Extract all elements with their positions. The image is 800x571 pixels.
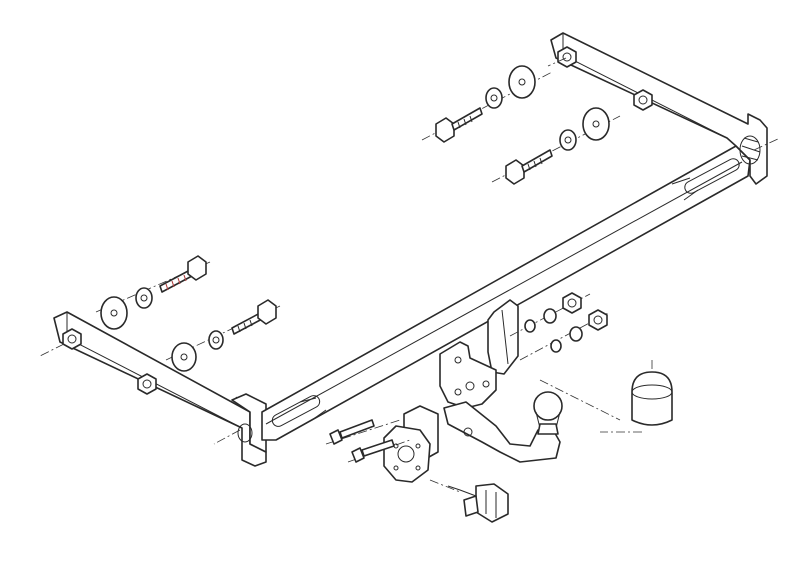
- bracket-nut-icon: [62, 328, 82, 350]
- socket-bolts: [325, 419, 411, 463]
- right-mounting-bracket: [550, 32, 768, 185]
- nut-icon: [562, 292, 582, 314]
- connector-icon: [475, 483, 509, 523]
- electrical-connector: [447, 483, 509, 523]
- bolt-icon: [351, 447, 365, 463]
- bolt-icon: [257, 299, 277, 325]
- crossbar-tube: [261, 145, 751, 441]
- bolt-icon: [187, 255, 207, 281]
- bolt-icon: [329, 429, 343, 445]
- bolt-icon: [435, 117, 455, 143]
- bolt-set-right-lower: [491, 107, 621, 185]
- bolt-set-left-lower: [165, 299, 281, 372]
- bolt-set-right-upper: [421, 65, 553, 143]
- bracket-nut-icon: [137, 373, 157, 395]
- tow-ball-icon: [533, 391, 563, 421]
- bracket-nut-icon: [557, 46, 577, 68]
- socket-plate-icon: [383, 425, 431, 483]
- nut-set-center: [509, 292, 611, 361]
- socket-plate: [383, 405, 439, 483]
- tow-ball-neck-assembly: [439, 299, 563, 463]
- bracket-nut-icon: [633, 89, 653, 111]
- bolt-icon: [505, 159, 525, 185]
- washer-icon: [100, 296, 128, 330]
- bolt-set-left-upper: [95, 255, 211, 330]
- left-mounting-bracket: [53, 311, 267, 467]
- washer-icon: [508, 65, 536, 99]
- nut-icon: [588, 309, 608, 331]
- ball-cap: [600, 360, 673, 433]
- washer-icon: [582, 107, 610, 141]
- assembly-axes: [39, 57, 781, 493]
- washer-icon: [171, 342, 197, 372]
